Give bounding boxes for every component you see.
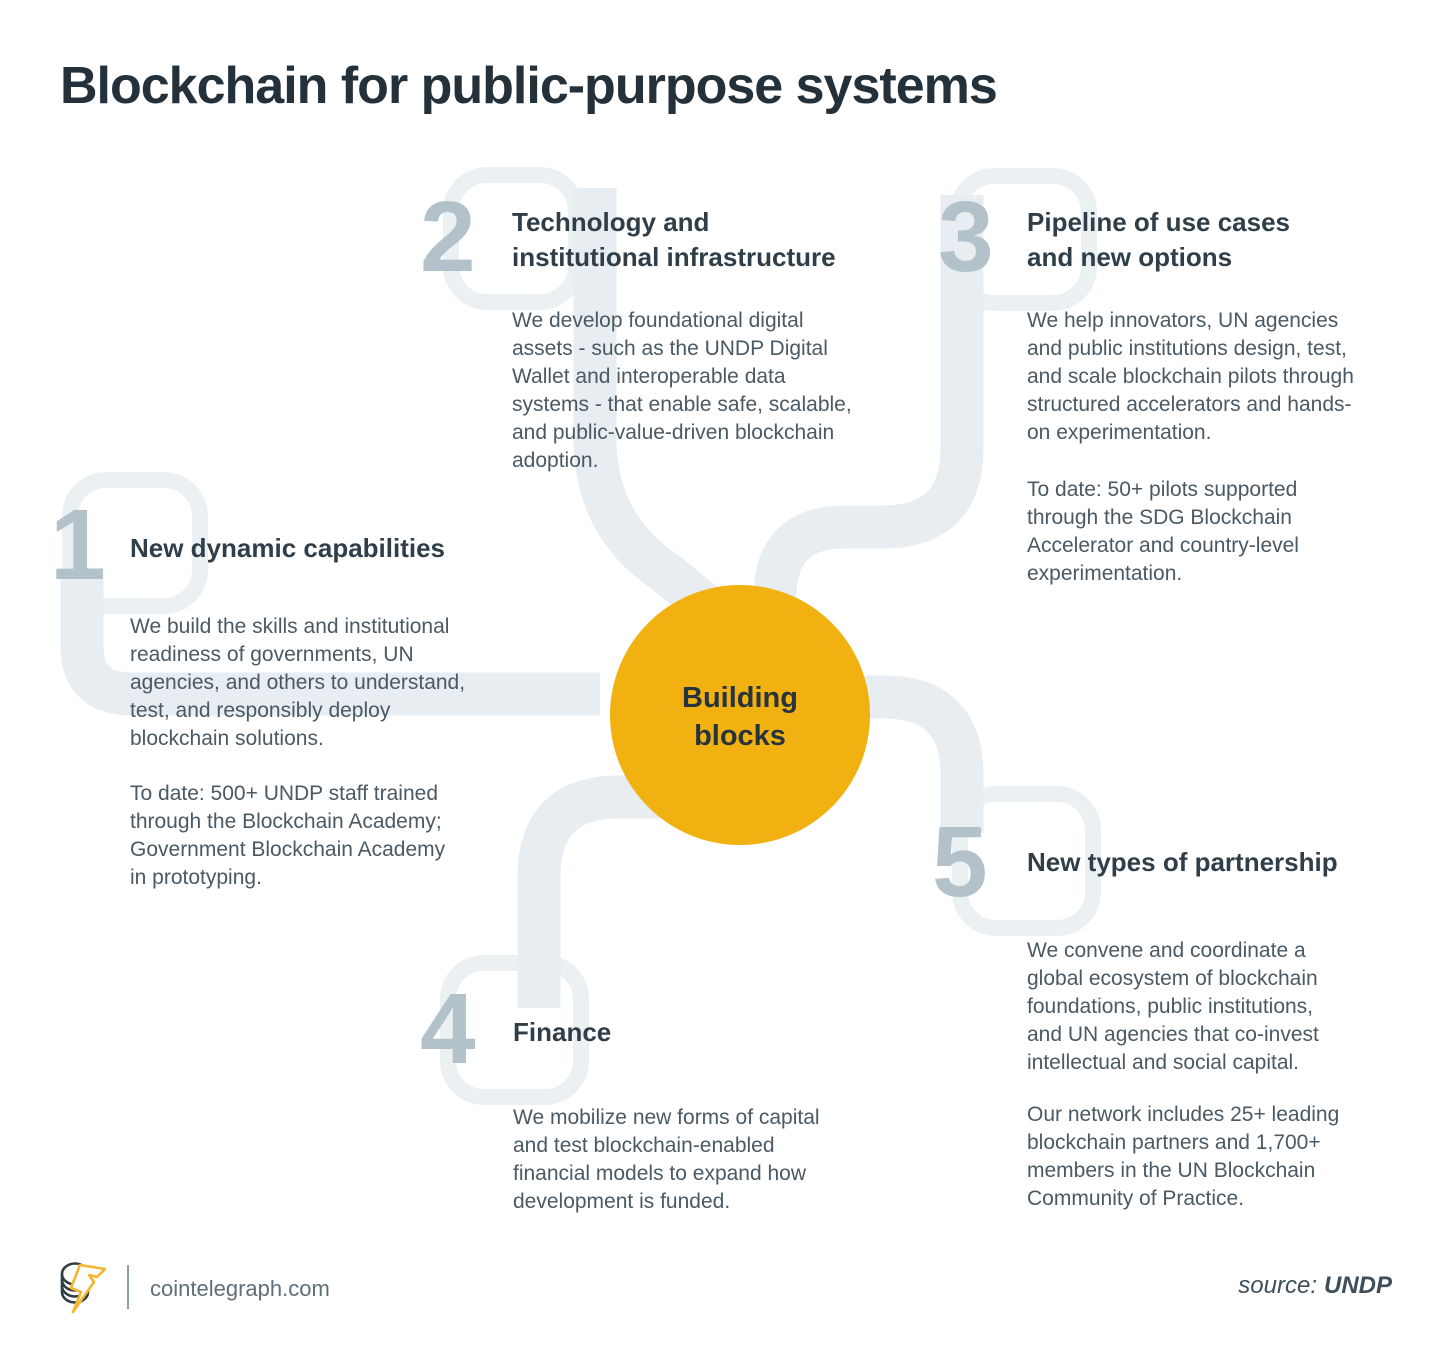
source-value: UNDP [1323, 1272, 1392, 1299]
section-5-paragraph: We convene and coordinate a global ecosy… [1027, 939, 1319, 1074]
decoration-square-4 [440, 955, 589, 1105]
connector-band-3 [753, 195, 984, 628]
section-5-number: 5 [932, 806, 988, 918]
section-4-heading: Finance [513, 1017, 612, 1047]
section-3-number: 3 [938, 181, 994, 293]
connector-band-5 [845, 675, 984, 833]
cointelegraph-logo [60, 1262, 107, 1314]
connector-band-1 [60, 568, 600, 716]
section-1-paragraph: To date: 500+ UNDP staff trained through… [130, 782, 446, 889]
section-2-heading: Technology and institutional infrastruct… [512, 207, 836, 272]
section-1-number: 1 [50, 489, 106, 601]
section-2-paragraph: We develop foundational digital assets -… [512, 309, 852, 472]
decoration-square-5 [952, 786, 1101, 936]
section-3-paragraph: To date: 50+ pilots supported through th… [1027, 478, 1299, 585]
connector-band-4 [517, 775, 668, 1008]
connector-band-2 [573, 188, 722, 624]
section-5-paragraph: Our network includes 25+ leading blockch… [1027, 1103, 1340, 1210]
source-label: source: [1238, 1272, 1317, 1299]
footer-divider [127, 1265, 129, 1309]
section-2-number: 2 [420, 181, 476, 293]
footer-source: source:UNDP [1238, 1272, 1392, 1300]
section-3-paragraph: We help innovators, UN agencies and publ… [1027, 309, 1354, 444]
footer-site-label: cointelegraph.com [150, 1276, 330, 1301]
section-1-paragraph: We build the skills and institutional re… [130, 615, 466, 750]
decoration-square-1 [62, 472, 208, 614]
section-4-paragraph: We mobilize new forms of capital and tes… [513, 1106, 820, 1213]
section-1-heading: New dynamic capabilities [130, 533, 446, 563]
lightning-bolt-icon [69, 1263, 107, 1314]
section-3-heading: Pipeline of use cases and new options [1027, 207, 1291, 272]
building-blocks-label: Building blocks [682, 682, 798, 752]
section-5-heading: New types of partnership [1027, 847, 1338, 877]
page-title: Blockchain for public-purpose systems [60, 57, 998, 115]
building-blocks-circle [610, 585, 870, 845]
section-4-number: 4 [420, 973, 476, 1085]
